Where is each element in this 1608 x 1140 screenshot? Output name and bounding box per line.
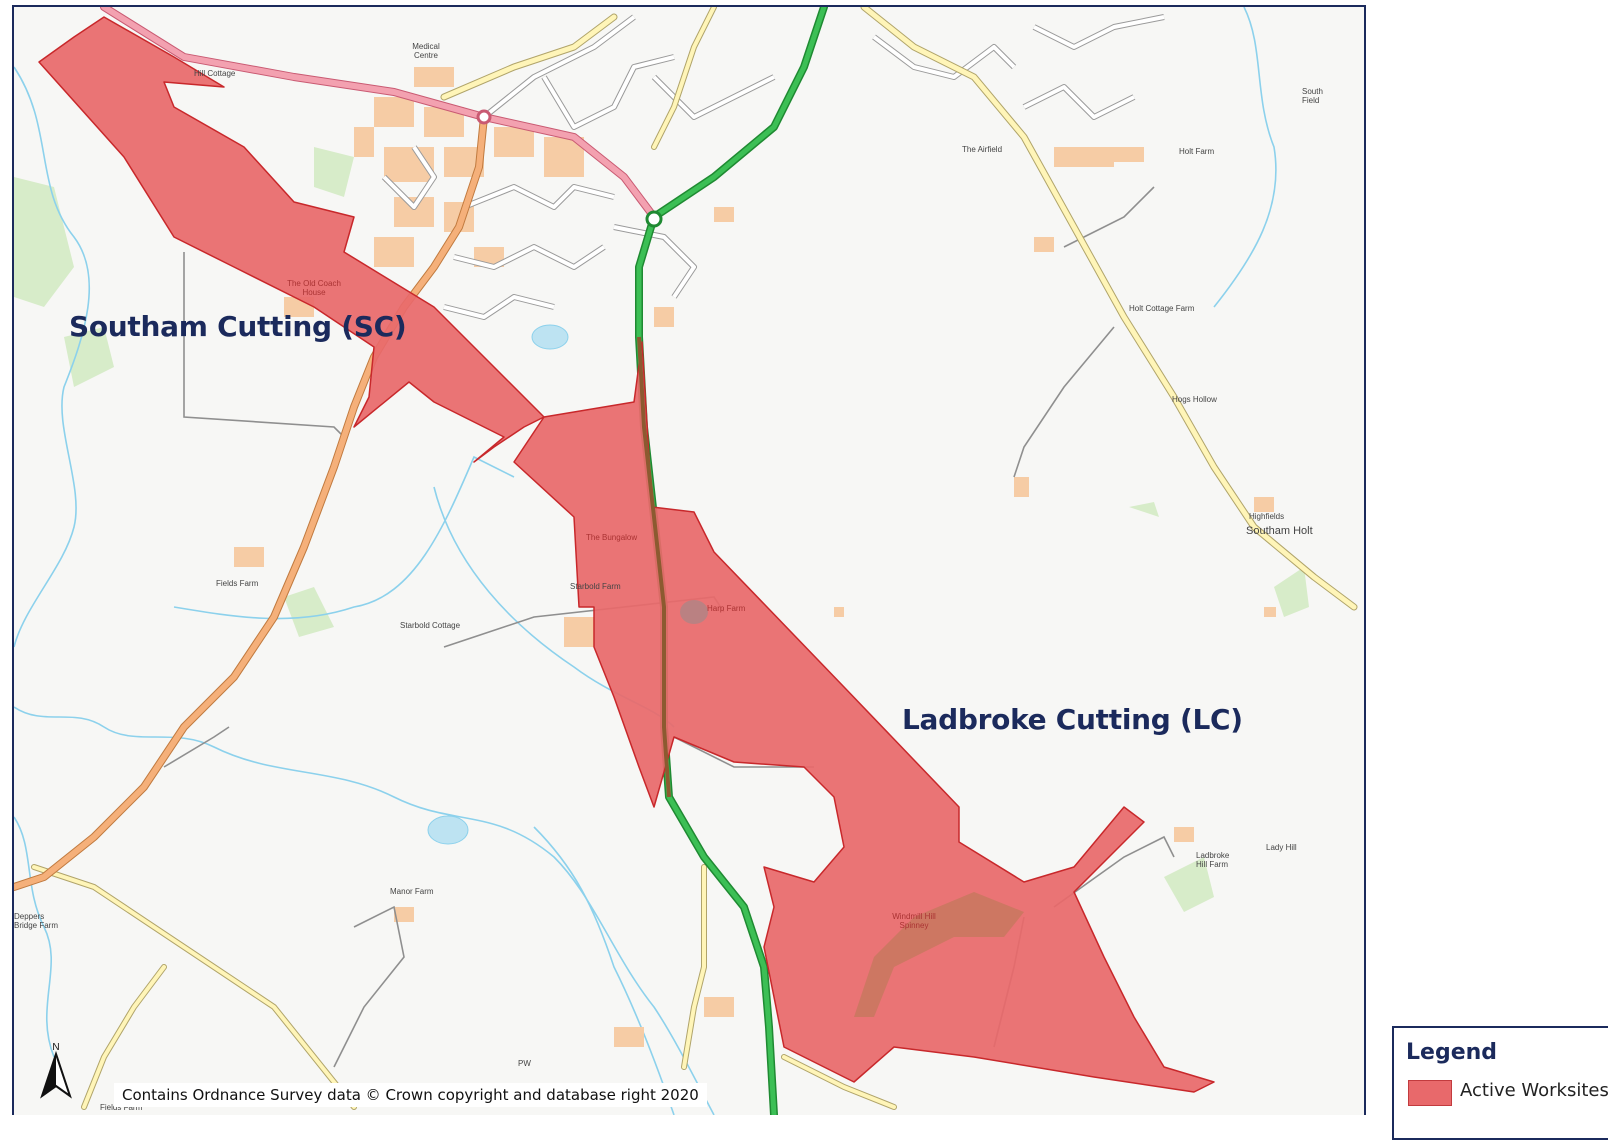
area-label-ladbroke-cutting: Ladbroke Cutting (LC) (902, 703, 1243, 736)
harp-farm-blob (680, 600, 708, 624)
place-hill-cottage: Hill Cottage (194, 69, 236, 78)
map-canvas[interactable] (14, 7, 1364, 1115)
place-deppers-bridge-farm: Deppers Bridge Farm (14, 912, 59, 930)
place-southam-holt: Southam Holt (1246, 525, 1313, 537)
windmill-hill-spinney-wood (854, 892, 1024, 1017)
place-fields-farm-bottom: Fields Farm (100, 1103, 143, 1112)
minor-roads-layer (381, 14, 1165, 320)
worksites-layer[interactable] (38, 16, 1215, 1093)
woodland-layer (14, 147, 1309, 912)
road-segment-in-worksite (637, 336, 671, 798)
place-starbold-cottage: Starbold Cottage (400, 621, 461, 630)
place-holt-farm: Holt Farm (1179, 147, 1215, 156)
north-label: N (52, 1042, 59, 1053)
legend-panel: Legend Active Worksites (1392, 1026, 1608, 1140)
area-label-southam-cutting: Southam Cutting (SC) (69, 310, 407, 343)
place-lady-hill: Lady Hill (1266, 843, 1297, 852)
worksite-southam-cutting[interactable] (38, 16, 545, 463)
legend-title: Legend (1406, 1040, 1498, 1065)
place-south-field: South Field (1302, 87, 1323, 105)
roundabout-west (476, 109, 492, 125)
place-holt-cottage-farm: Holt Cottage Farm (1129, 304, 1195, 313)
roundabout-north (645, 210, 663, 228)
place-ladbroke-hill-farm: Ladbroke Hill Farm (1196, 851, 1230, 869)
legend-swatch-active-worksites (1408, 1080, 1452, 1106)
lake-south (427, 815, 469, 845)
place-hogs-hollow: Hogs Hollow (1172, 395, 1217, 404)
b-roads (31, 7, 1358, 1110)
place-medical-centre: Medical Centre (412, 42, 440, 60)
place-the-bungalow: The Bungalow (586, 533, 638, 542)
place-windmill-hill-spinney: Windmill Hill Spinney (892, 912, 936, 930)
place-starbold-farm: Starbold Farm (570, 582, 621, 591)
place-highfields: Highfields (1249, 512, 1285, 521)
place-fields-farm: Fields Farm (216, 579, 259, 588)
worksite-ladbroke-cutting[interactable] (513, 341, 1215, 1093)
place-harp-farm: Harp Farm (707, 604, 746, 613)
copyright-notice: Contains Ordnance Survey data © Crown co… (114, 1083, 707, 1107)
a-road (14, 113, 488, 891)
pink-road (100, 7, 658, 221)
buildings-layer (234, 67, 1276, 1047)
legend-label-active-worksites: Active Worksites (1460, 1080, 1608, 1101)
place-pw: PW (518, 1059, 531, 1068)
place-the-airfield: The Airfield (962, 145, 1003, 154)
map-frame[interactable]: Southam Cutting (SC) Ladbroke Cutting (L… (12, 5, 1366, 1115)
place-manor-farm: Manor Farm (390, 887, 434, 896)
minor-roads-fill (382, 15, 1165, 319)
place-the-old-coach-house: The Old Coach House (287, 279, 341, 297)
lake-north (531, 324, 569, 350)
north-arrow-icon: N (36, 1040, 76, 1100)
